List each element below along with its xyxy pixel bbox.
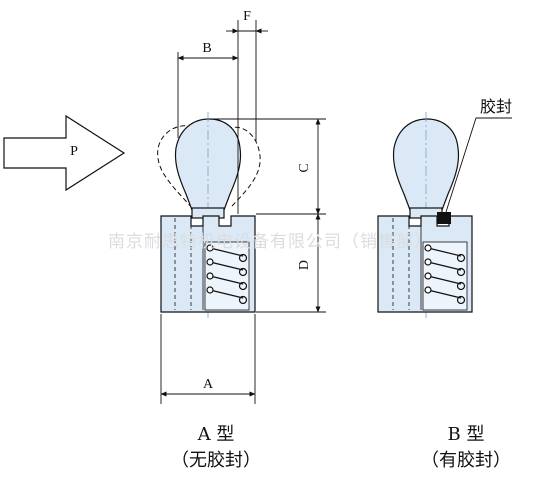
type-b-name: B 型 [448, 424, 485, 445]
dim-a-label: A [203, 377, 214, 392]
type-b-description: （有胶封） [421, 450, 511, 471]
type-a-plunger [157, 112, 261, 318]
knob [174, 118, 242, 211]
tilted-knob-outline-right [229, 126, 261, 207]
push-force-arrow: P [3, 114, 126, 192]
dim-c-label: C [297, 163, 312, 172]
seal-callout-label: 胶封 [480, 98, 512, 116]
watermark: 南京耐思特机电设备有限公司（销售部） [108, 232, 432, 252]
knob [392, 118, 460, 211]
type-a-name: A 型 [197, 424, 235, 445]
dim-b-label: B [202, 41, 211, 56]
spring [424, 244, 466, 305]
spring [206, 244, 248, 305]
dim-d-label: D [297, 260, 312, 270]
type-b-plunger [377, 112, 512, 318]
type-a-description: （无胶封） [171, 450, 261, 471]
rubber-seal [437, 212, 451, 224]
arrow-p-label: P [70, 144, 78, 159]
seal-leader-line [445, 117, 512, 213]
dimension-lines [160, 20, 326, 404]
dim-f-label: F [243, 9, 251, 24]
